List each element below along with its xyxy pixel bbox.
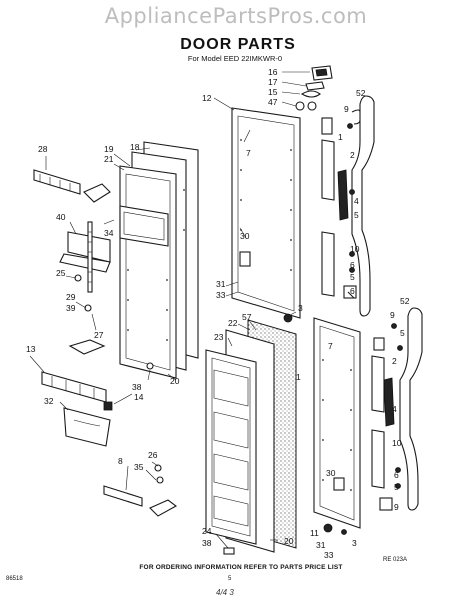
callout-30-lower: 30 — [326, 468, 336, 478]
lower-door-liner — [313, 317, 361, 535]
callout-9-bottom: 9 — [394, 502, 399, 512]
freezer-door-liner — [231, 107, 301, 323]
callout-2-right: 2 — [392, 356, 397, 366]
callout-5-bottom: 5 — [394, 482, 399, 492]
callout-26: 26 — [148, 450, 158, 460]
callout-6-lower: 6 — [350, 286, 355, 296]
lower-handle-parts — [41, 362, 154, 447]
callout-31: 31 — [216, 279, 226, 289]
bottom-trim-parts — [103, 464, 178, 517]
callout-19: 19 — [104, 144, 114, 154]
callout-52-lower: 52 — [400, 296, 410, 306]
callout-21: 21 — [104, 154, 114, 164]
callout-52: 52 — [356, 88, 366, 98]
callout-20: 20 — [170, 376, 180, 386]
handwritten-mark: 4/4 3 — [216, 588, 234, 597]
callout-6-right: 6 — [394, 470, 399, 480]
callout-38: 38 — [132, 382, 142, 392]
callout-35: 35 — [134, 462, 144, 472]
callout-3-lower: 3 — [352, 538, 357, 548]
callout-30: 30 — [240, 231, 250, 241]
callout-7: 7 — [246, 148, 251, 158]
callout-17: 17 — [268, 77, 278, 87]
callout-16: 16 — [268, 67, 278, 77]
callout-8: 8 — [118, 456, 123, 466]
callout-6: 6 — [350, 260, 355, 270]
callout-32: 32 — [44, 396, 54, 406]
watermark-text: AppliancePartsPros.com — [104, 4, 368, 28]
callout-9: 9 — [344, 104, 349, 114]
door-handle-trim-parts — [33, 169, 111, 355]
page-number: 5 — [228, 576, 232, 582]
callout-12: 12 — [202, 93, 212, 103]
callout-28: 28 — [38, 144, 48, 154]
callout-labels: 16 17 15 47 12 7 9 52 1 2 28 19 21 18 40… — [26, 67, 410, 560]
callout-11: 11 — [310, 528, 319, 538]
callout-33: 33 — [216, 290, 226, 300]
callout-14: 14 — [134, 392, 144, 402]
callout-10-right: 10 — [392, 438, 402, 448]
diagram-title: DOOR PARTS — [180, 36, 296, 53]
ordering-note: FOR ORDERING INFORMATION REFER TO PARTS … — [139, 564, 343, 571]
callout-39: 39 — [66, 303, 76, 313]
callout-5-lower: 5 — [350, 272, 355, 282]
callout-38-lower: 38 — [202, 538, 212, 548]
callout-9-lower: 9 — [390, 310, 395, 320]
fresh-food-door-panel — [119, 141, 199, 379]
sheet-code: 86518 — [6, 576, 23, 582]
callout-27: 27 — [94, 330, 104, 340]
callout-57: 57 — [242, 312, 252, 322]
callout-15: 15 — [268, 87, 278, 97]
callout-33-lower: 33 — [324, 550, 334, 560]
drawing-code: RE 023A — [383, 557, 408, 563]
callout-34: 34 — [104, 228, 114, 238]
model-subtitle: For Model EED 22IMKWR-0 — [187, 54, 283, 63]
callout-22: 22 — [228, 318, 238, 328]
callout-5-right: 5 — [400, 328, 405, 338]
refrigerator-door-liner — [205, 319, 297, 555]
callout-1-lower: 1 — [296, 372, 301, 382]
callout-23: 23 — [214, 332, 224, 342]
callout-13: 13 — [26, 344, 36, 354]
callout-47: 47 — [268, 97, 278, 107]
upper-handle-hardware — [321, 95, 375, 317]
callout-40: 40 — [56, 212, 66, 222]
callout-7-lower: 7 — [328, 341, 333, 351]
callout-10: 10 — [350, 244, 360, 254]
callout-1: 1 — [338, 132, 343, 142]
callout-25: 25 — [56, 268, 66, 278]
callout-5: 5 — [354, 210, 359, 220]
callout-18: 18 — [130, 142, 140, 152]
callout-4: 4 — [354, 196, 359, 206]
callout-31-lower: 31 — [316, 540, 326, 550]
callout-24: 24 — [202, 526, 212, 536]
trim-plate-assembly — [295, 65, 333, 111]
callout-4-right: 4 — [392, 404, 397, 414]
lower-handle-hardware — [371, 307, 423, 511]
callout-29: 29 — [66, 292, 76, 302]
callout-20-lower: 20 — [284, 536, 294, 546]
callout-3: 3 — [298, 303, 303, 313]
callout-2: 2 — [350, 150, 355, 160]
